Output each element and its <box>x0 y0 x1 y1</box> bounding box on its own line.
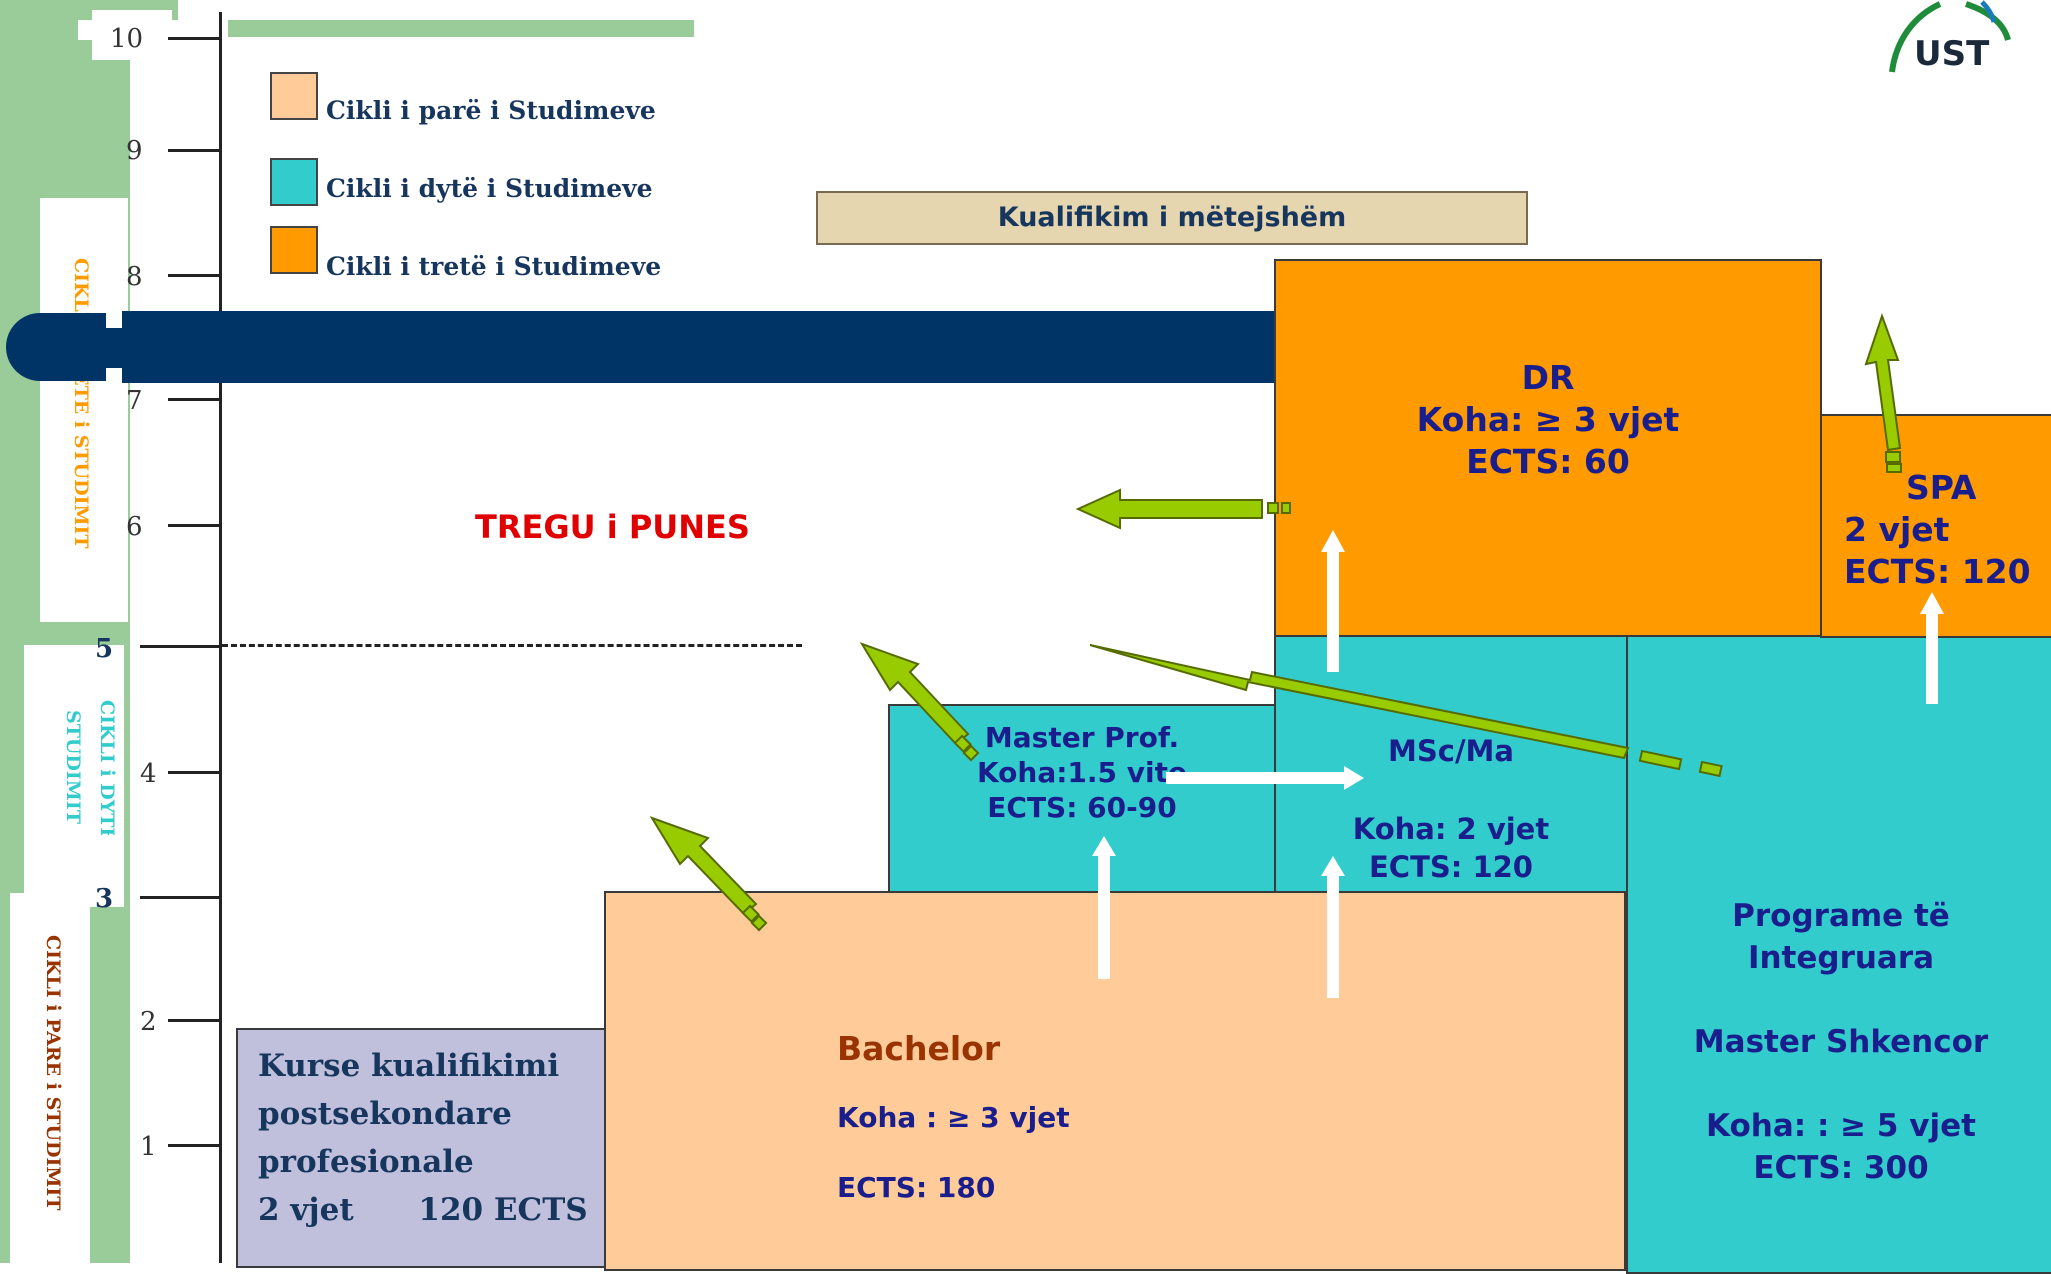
tick-label-1: 1 <box>140 1132 157 1162</box>
tick-10 <box>168 37 220 40</box>
side-panel-cycle1 <box>10 893 90 1263</box>
spa-duration: 2 vjet <box>1844 510 1950 549</box>
side-label-cycle2-line1: CIKLI i DYTE i <box>96 700 118 835</box>
tick-4 <box>168 771 220 774</box>
side-label-cycle2-line2: STUDIMIT <box>62 710 84 824</box>
white-arrow-integrated-to-spa <box>1920 592 1944 704</box>
integrated-title-2: Integruara <box>1747 940 1935 976</box>
green-arrow-bachelor-to-market <box>649 816 768 932</box>
integrated-programs-box: Programe të Integruara Master Shkencor K… <box>1626 634 2051 1274</box>
ust-logo-mark <box>1889 0 2011 73</box>
y-axis <box>219 12 222 1263</box>
tick-label-3: 3 <box>95 884 114 914</box>
green-arrow-spa-up <box>1864 312 1902 473</box>
msc-ects: ECTS: 120 <box>1369 850 1533 884</box>
tick-8 <box>168 274 220 277</box>
msc-title: MSc/Ma <box>1388 734 1514 768</box>
tick-2 <box>168 1019 220 1022</box>
master-prof-ects: ECTS: 60-90 <box>987 791 1177 824</box>
white-arrow-msc-to-dr <box>1321 530 1345 672</box>
tick-3 <box>140 896 220 899</box>
labour-market-label: TREGU i PUNES <box>475 508 750 546</box>
dr-title: DR <box>1521 358 1575 397</box>
master-prof-duration: Koha:1.5 vite <box>976 756 1188 789</box>
tick-label-9: 9 <box>126 136 143 166</box>
navy-bar <box>122 311 1276 383</box>
integrated-duration: Koha: : ≥ 5 vjet <box>1706 1108 1976 1144</box>
white-arrow-master-prof-to-msc <box>1166 766 1364 790</box>
bachelor-box: Bachelor Koha : ≥ 3 vjet ECTS: 180 <box>604 891 1626 1271</box>
tick-label-2: 2 <box>140 1007 157 1037</box>
ust-logo: UST <box>1870 0 2051 80</box>
side-panel-cycle3 <box>40 198 128 622</box>
white-arrow-bachelor-to-master-prof <box>1092 836 1116 979</box>
integrated-subtitle: Master Shkencor <box>1693 1024 1989 1060</box>
dr-ects: ECTS: 60 <box>1466 442 1630 481</box>
tick-6 <box>168 524 220 527</box>
msc-duration: Koha: 2 vjet <box>1352 812 1550 846</box>
legend-swatch-cycle1 <box>270 72 318 120</box>
legend-label-cycle3: Cikli i tretë i Studimeve <box>326 252 662 281</box>
spa-ects: ECTS: 120 <box>1844 552 2031 591</box>
tick-label-4: 4 <box>140 759 157 789</box>
vocational-line-3: profesionale <box>258 1144 474 1180</box>
dashed-line-level5 <box>222 644 802 647</box>
tick-9 <box>168 149 220 152</box>
further-qualification-banner: Kualifikim i mëtejshëm <box>816 191 1528 245</box>
green-arrow-master-prof-to-market <box>859 642 980 762</box>
vocational-line-2: postsekondare <box>258 1096 512 1132</box>
bachelor-title: Bachelor <box>837 1029 1001 1068</box>
green-band-top-strip <box>228 20 694 37</box>
tick-label-7: 7 <box>126 386 143 416</box>
navy-bar-neck <box>100 328 124 368</box>
vocational-courses-box: Kurse kualifikimi postsekondare profesio… <box>236 1028 608 1268</box>
vocational-line-1: Kurse kualifikimi <box>258 1048 560 1084</box>
tick-panel <box>130 60 222 1263</box>
side-label-cycle1: CIKLI i PARE i STUDIMIT <box>42 935 64 1211</box>
tick-7 <box>168 398 220 401</box>
legend-label-cycle1: Cikli i parë i Studimeve <box>326 96 656 125</box>
legend-label-cycle2: Cikli i dytë i Studimeve <box>326 174 653 203</box>
navy-bar-cap <box>6 313 106 381</box>
tick-label-10: 10 <box>110 24 144 54</box>
legend-swatch-cycle3 <box>270 226 318 274</box>
tick-label-8: 8 <box>126 262 143 292</box>
side-panel-cycle2 <box>24 645 124 907</box>
vocational-line-4: 2 vjet 120 ECTS <box>258 1192 588 1228</box>
tick-5 <box>140 645 220 648</box>
tick-label-6: 6 <box>126 512 143 542</box>
tick-label-5: 5 <box>95 634 114 664</box>
spa-title: SPA <box>1906 468 1977 507</box>
tick-panel-top <box>92 10 172 60</box>
dr-duration: Koha: ≥ 3 vjet <box>1416 400 1680 439</box>
legend-swatch-cycle2 <box>270 158 318 206</box>
integrated-title-1: Programe të <box>1732 898 1950 934</box>
doctorate-box: DR Koha: ≥ 3 vjet ECTS: 60 <box>1274 259 1822 637</box>
white-arrow-bachelor-to-msc <box>1321 856 1345 998</box>
green-arrow-msc-to-market <box>1089 644 1723 778</box>
integrated-ects: ECTS: 300 <box>1753 1150 1929 1186</box>
ust-logo-text: UST <box>1914 34 1990 74</box>
bachelor-ects: ECTS: 180 <box>837 1171 996 1204</box>
tick-1 <box>168 1144 220 1147</box>
bachelor-duration: Koha : ≥ 3 vjet <box>837 1101 1070 1134</box>
master-prof-title: Master Prof. <box>984 721 1180 754</box>
green-arrow-dr-to-market <box>1075 488 1291 530</box>
